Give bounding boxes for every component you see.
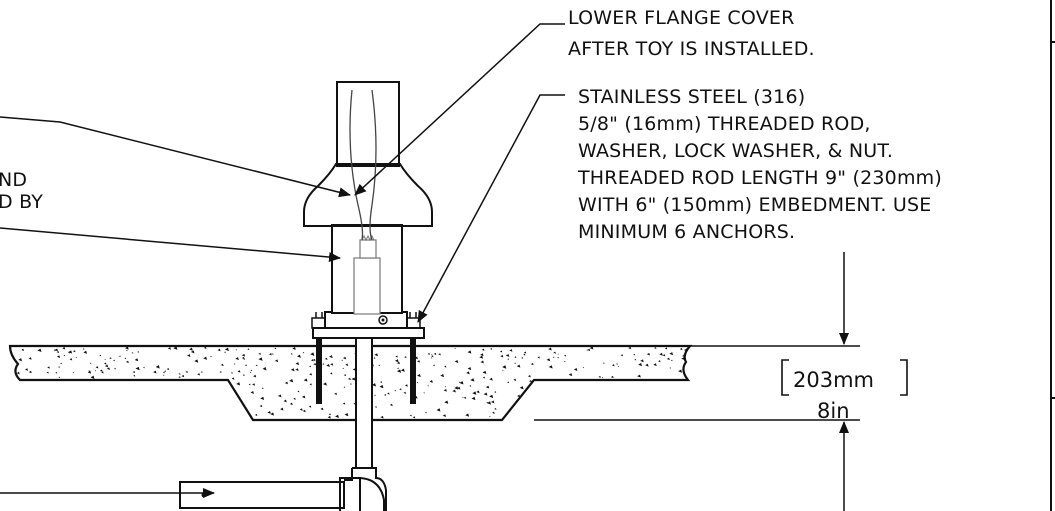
- note-line: THREADED ROD LENGTH 9" (230mm): [577, 167, 942, 189]
- internal-fitting: [349, 89, 381, 315]
- note-line: AFTER TOY IS INSTALLED.: [568, 38, 815, 60]
- leader-lines: [0, 23, 565, 498]
- note-line: WITH 6" (150mm) EMBEDMENT. USE: [578, 194, 931, 216]
- dimension-metric: 203mm: [793, 368, 874, 392]
- supply-pipe: [179, 337, 387, 511]
- note-anchor-spec: STAINLESS STEEL (316) 5/8" (16mm) THREAD…: [577, 86, 942, 243]
- drawing-border: [1050, 0, 1055, 511]
- note-line: 5/8" (16mm) THREADED ROD,: [578, 113, 871, 135]
- concrete-slab: [8, 344, 693, 422]
- note-line: WASHER, LOCK WASHER, & NUT.: [578, 140, 893, 162]
- note-line: ND: [0, 169, 27, 191]
- base-flange-plate: [312, 311, 425, 339]
- dimension-lines: [534, 252, 908, 511]
- note-line: MINIMUM 6 ANCHORS.: [578, 221, 795, 243]
- note-lower-flange-cover: LOWER FLANGE COVER AFTER TOY IS INSTALLE…: [568, 7, 815, 60]
- dimension-imperial: 8in: [817, 399, 850, 423]
- note-line: STAINLESS STEEL (316): [578, 86, 805, 108]
- note-cut-off-left: ND D BY: [0, 169, 43, 213]
- concrete-speckle: [16, 346, 688, 419]
- note-line: D BY: [0, 191, 43, 213]
- dimension-label: 203mm 8in: [793, 368, 874, 423]
- note-line: LOWER FLANGE COVER: [568, 7, 795, 29]
